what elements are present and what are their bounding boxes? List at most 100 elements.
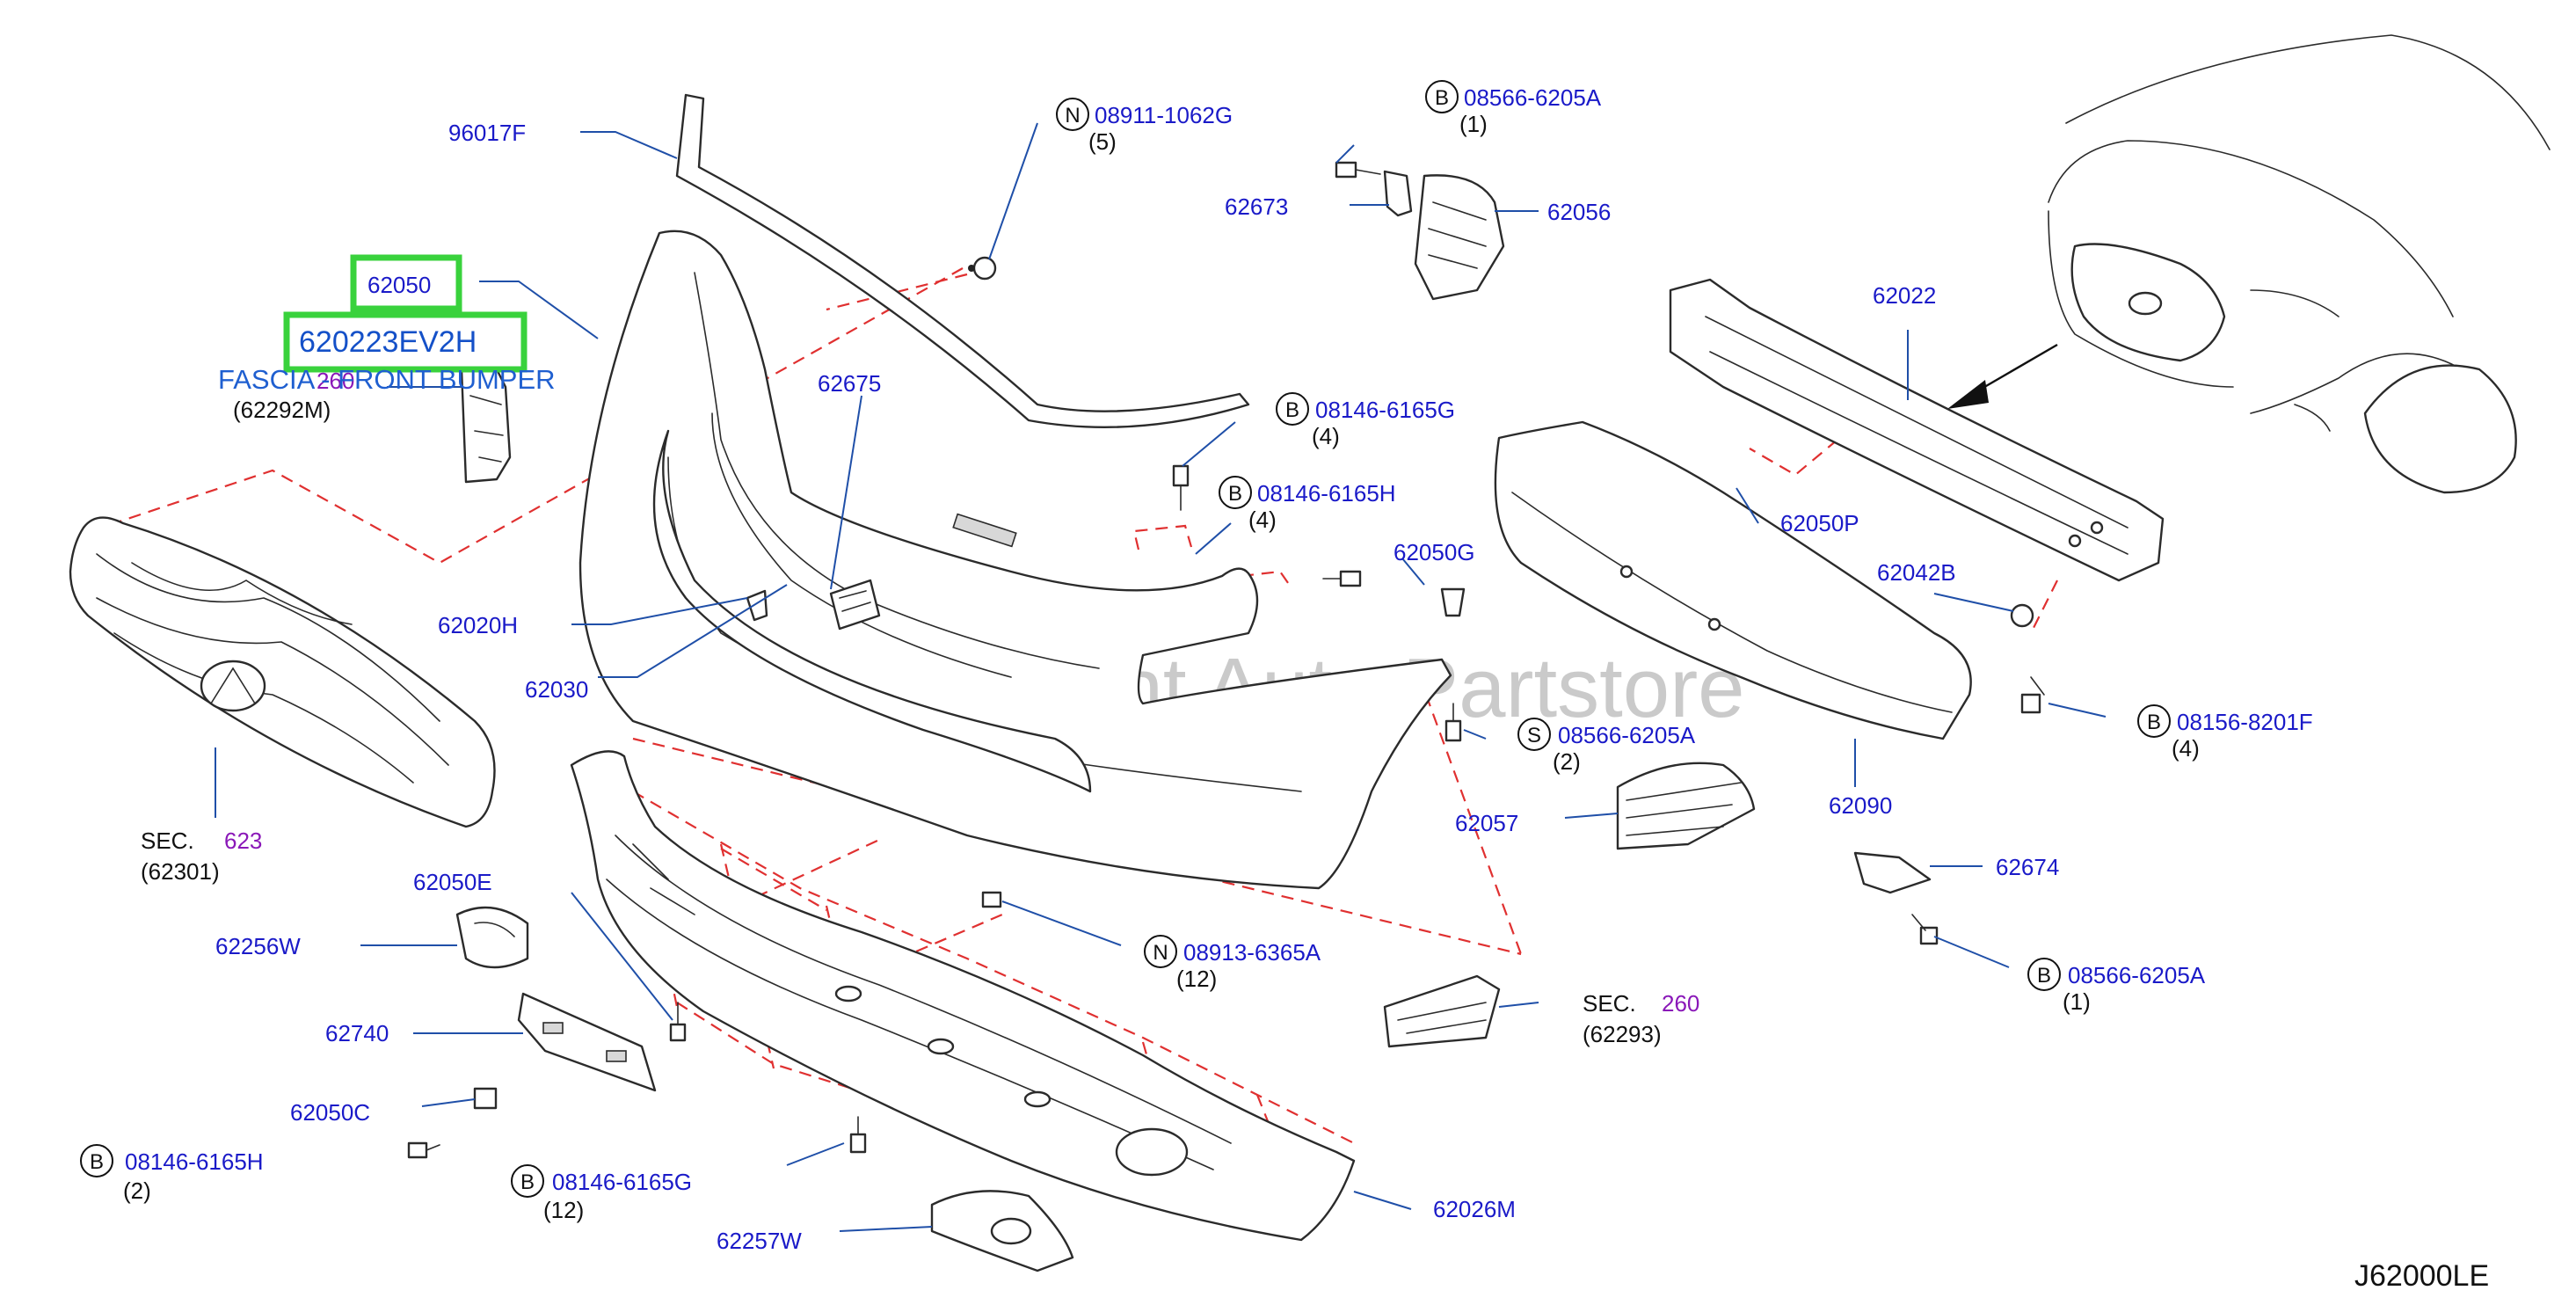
- bolt-icon: [1335, 161, 1381, 179]
- highlight-part-number[interactable]: 620223EV2H: [299, 325, 477, 359]
- highlight-overlay[interactable]: 62050 620223EV2H FASCIA - FRONT BUMPER: [218, 254, 556, 395]
- part-62022-reinforcement: [1669, 278, 2165, 582]
- leader-lines: [215, 122, 2107, 1232]
- label-62673[interactable]: 62673: [1225, 193, 1288, 220]
- label-62042B[interactable]: 62042B: [1877, 559, 1956, 586]
- fastener-letter: B: [90, 1150, 104, 1174]
- fastener-qty: (12): [1176, 966, 1217, 992]
- fastener-part: 08566-6205A: [2068, 962, 2206, 988]
- fastener-letter: B: [2037, 964, 2051, 988]
- fastener-letter: B: [1228, 482, 1242, 506]
- label-62020H[interactable]: 62020H: [438, 612, 518, 638]
- part-62020H-clip: [746, 589, 768, 622]
- part-62056-bracket: [1414, 174, 1505, 301]
- fastener-letter: B: [2147, 711, 2161, 734]
- fastener-callout[interactable]: B 08146-6165G (4): [1276, 392, 1455, 449]
- fastener-qty: (4): [2172, 735, 2200, 762]
- label-62740[interactable]: 62740: [325, 1020, 389, 1046]
- sec-260-word: SEC.: [1583, 990, 1636, 1017]
- label-62090[interactable]: 62090: [1829, 792, 1892, 819]
- bolt-icon: [849, 1116, 867, 1154]
- label-62301[interactable]: (62301): [141, 858, 220, 885]
- sec-260-number[interactable]: 260: [1662, 990, 1699, 1017]
- part-62740-bracket: [517, 992, 657, 1092]
- highlight-part-label[interactable]: 62050: [367, 272, 431, 298]
- infiniti-emblem-icon: [200, 660, 266, 712]
- part-62673-bracket: [1383, 170, 1413, 217]
- label-62050E[interactable]: 62050E: [413, 869, 492, 895]
- fastener-callout[interactable]: N 08913-6365A (12): [1144, 935, 1321, 992]
- fastener-callout[interactable]: B 08146-6165H (4): [1219, 476, 1396, 533]
- fastener-qty: (12): [543, 1197, 584, 1223]
- highlight-part-box: [350, 254, 462, 312]
- fastener-part: 08156-8201F: [2177, 709, 2313, 735]
- part-62050C-nut: [473, 1087, 498, 1110]
- fastener-letter: S: [1527, 724, 1541, 747]
- label-62026M[interactable]: 62026M: [1433, 1196, 1516, 1222]
- highlight-partnumber-box: [283, 311, 528, 373]
- label-62256W[interactable]: 62256W: [215, 933, 301, 959]
- bolt-icon: [407, 1141, 440, 1159]
- fastener-letter: N: [1153, 941, 1168, 965]
- fastener-qty: (4): [1312, 423, 1340, 449]
- fastener-qty: (2): [123, 1177, 151, 1204]
- part-62022-fascia: [579, 230, 1452, 890]
- fastener-part: 08146-6165G: [1315, 397, 1455, 423]
- bolt-icon: [2020, 676, 2045, 714]
- fastener-callout[interactable]: B 08566-6205A (1): [2027, 958, 2206, 1015]
- fastener-qty: (5): [1088, 128, 1117, 155]
- bolt-icon: [1911, 914, 1939, 945]
- part-62026M-valence: [570, 750, 1356, 1242]
- fastener-part: 08566-6205A: [1558, 722, 1696, 748]
- part-62057-bracket: [1616, 762, 1756, 850]
- fastener-letter: B: [520, 1170, 535, 1194]
- label-62257W[interactable]: 62257W: [717, 1228, 802, 1254]
- vehicle-sketch: [2048, 34, 2551, 494]
- label-62050P[interactable]: 62050P: [1780, 510, 1859, 536]
- clip-icon: [1440, 587, 1466, 617]
- part-96017F-molding: [675, 93, 1250, 428]
- label-96017F[interactable]: 96017F: [448, 120, 526, 146]
- bolt-icon: [968, 256, 997, 281]
- sec-623-number[interactable]: 623: [224, 827, 262, 854]
- fastener-letter: B: [1435, 86, 1449, 110]
- fastener-qty: (1): [1459, 111, 1488, 137]
- label-62057[interactable]: 62057: [1455, 810, 1518, 836]
- arrow-icon: [1947, 343, 2058, 409]
- part-62674-bracket: [1853, 851, 1932, 894]
- label-62050C[interactable]: 62050C: [290, 1099, 370, 1126]
- sec-623-word: SEC.: [141, 827, 194, 854]
- fastener-part: 08146-6165G: [552, 1169, 692, 1195]
- label-62292M[interactable]: (62292M): [233, 397, 331, 423]
- fastener-part: 08911-1062G: [1095, 102, 1233, 128]
- fastener-callout[interactable]: N 08911-1062G (5): [1056, 98, 1233, 155]
- fastener-qty: (1): [2063, 988, 2091, 1015]
- fastener-qty: (4): [1248, 507, 1277, 533]
- label-62293[interactable]: (62293): [1583, 1021, 1662, 1047]
- infiniti-emblem-icon: [2128, 291, 2163, 316]
- fastener-part: 08566-6205A: [1464, 84, 1602, 111]
- label-62675[interactable]: 62675: [818, 370, 881, 397]
- fastener-callout[interactable]: B 08146-6165G (12): [511, 1164, 692, 1223]
- part-62256W-cover: [455, 906, 529, 969]
- fastener-callout[interactable]: B 08566-6205A (1): [1425, 80, 1602, 137]
- fastener-qty: (2): [1553, 748, 1581, 775]
- diagram-code: J62000LE: [2354, 1259, 2489, 1293]
- fastener-part: 08913-6365A: [1183, 939, 1321, 966]
- label-62050G[interactable]: 62050G: [1394, 539, 1475, 565]
- label-62674[interactable]: 62674: [1996, 854, 2059, 880]
- fastener-part: 08146-6165H: [1257, 480, 1396, 507]
- label-62056[interactable]: 62056: [1547, 199, 1611, 225]
- label-62030[interactable]: 62030: [525, 676, 588, 703]
- fastener-callout[interactable]: B 08156-8201F (4): [2137, 704, 2313, 762]
- fastener-callout[interactable]: S 08566-6205A (2): [1517, 718, 1696, 775]
- clip-icon: [981, 891, 1002, 908]
- fastener-letter: B: [1285, 398, 1299, 422]
- part-62090-absorber: [1494, 420, 1972, 740]
- highlight-description: FASCIA - FRONT BUMPER: [218, 364, 556, 395]
- label-62022[interactable]: 62022: [1873, 282, 1936, 309]
- fastener-callout[interactable]: B 08146-6165H (2): [80, 1144, 264, 1204]
- part-62675-bracket: [829, 579, 881, 631]
- bolt-icon: [2010, 603, 2034, 628]
- bolt-icon: [1172, 464, 1190, 511]
